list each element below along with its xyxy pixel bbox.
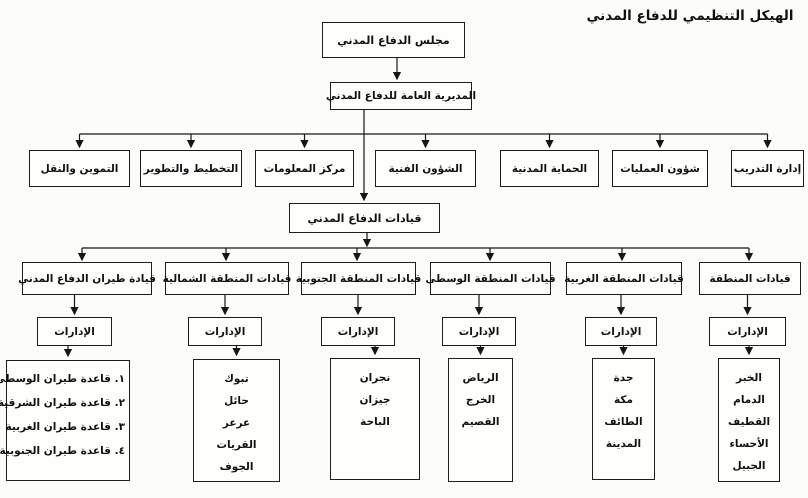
node-region-northern: قيادات المنطقة الشمالية	[163, 262, 291, 295]
node-civil-defense-commands: قيادات الدفاع المدني	[289, 203, 440, 233]
list-item: الباحة	[360, 416, 390, 428]
list-item: ٢. قاعدة طيران الشرقية	[0, 397, 125, 409]
list-item: القطيف	[727, 416, 771, 428]
list-item: حائل	[224, 395, 249, 407]
node-dept-operations-affairs: شؤون العمليات	[612, 150, 708, 187]
node-dept-technical-affairs: الشؤون الفنية	[375, 150, 476, 187]
list-item: الجوف	[219, 461, 254, 473]
node-region-western: قيادات المنطقة الغربية	[564, 262, 684, 295]
node-admins-western: الإدارات	[585, 317, 657, 346]
list-item: ٤. قاعدة طيران الجنوبية	[0, 445, 125, 457]
list-item: المدينة	[605, 438, 642, 450]
list-item: القريات	[216, 439, 257, 451]
list-item: الخبر	[736, 372, 762, 384]
list-item: الطائف	[604, 416, 643, 428]
node-dept-training: إدارة التدريب	[731, 150, 804, 187]
node-admins-central: الإدارات	[442, 317, 516, 346]
list-item: الأحساء	[729, 438, 769, 450]
node-admins-eastern: الإدارات	[709, 317, 786, 346]
node-region-central: قيادات المنطقة الوسطى	[425, 262, 556, 295]
node-eastern-cities-list: الخبر الدمام القطيف الأحساء الجبيل	[718, 358, 780, 482]
chart-title: الهيكل التنظيمي للدفاع المدني	[586, 8, 794, 24]
node-aviation-bases-list: ١. قاعدة طيران الوسطى ٢. قاعدة طيران الش…	[0, 360, 130, 481]
list-item: ١. قاعدة طيران الوسطى	[0, 373, 125, 385]
node-general-directorate: المديرية العامة للدفاع المدني	[326, 82, 476, 110]
node-central-cities-list: الرياض الخرج القصيم	[448, 358, 513, 482]
list-item: القصيم	[461, 416, 500, 428]
node-admins-northern: الإدارات	[188, 317, 262, 346]
node-dept-supply-transport: التموين والنقل	[29, 150, 130, 187]
node-dept-information-center: مركز المعلومات	[255, 150, 354, 187]
node-southern-cities-list: نجران جيزان الباحة	[330, 358, 420, 480]
node-region-aviation-command: قيادة طيران الدفاع المدني	[18, 262, 156, 295]
list-item: مكة	[614, 394, 633, 406]
list-item: جيزان	[359, 394, 391, 406]
node-western-cities-list: جدة مكة الطائف المدينة	[592, 358, 655, 480]
list-item: نجران	[359, 372, 391, 384]
node-northern-cities-list: تبوك حائل عرعر القريات الجوف	[193, 359, 280, 482]
node-dept-civil-protection: الحماية المدنية	[500, 150, 599, 187]
list-item: عرعر	[222, 417, 251, 429]
node-region-commands: قيادات المنطقة	[699, 262, 801, 295]
node-admins-southern: الإدارات	[321, 317, 395, 346]
list-item: جدة	[613, 372, 634, 384]
list-item: الدمام	[733, 394, 765, 406]
node-region-southern: قيادات المنطقة الجنوبية	[296, 262, 421, 295]
list-item: ٣. قاعدة طيران الغربية	[5, 421, 126, 433]
list-item: تبوك	[224, 373, 249, 385]
node-civil-defense-council: مجلس الدفاع المدني	[322, 22, 465, 58]
list-item: الرياض	[462, 372, 499, 384]
node-admins-aviation: الإدارات	[37, 317, 112, 346]
node-dept-planning-development: التخطيط والتطوير	[140, 150, 242, 187]
list-item: الجبيل	[732, 460, 766, 472]
list-item: الخرج	[465, 394, 496, 406]
